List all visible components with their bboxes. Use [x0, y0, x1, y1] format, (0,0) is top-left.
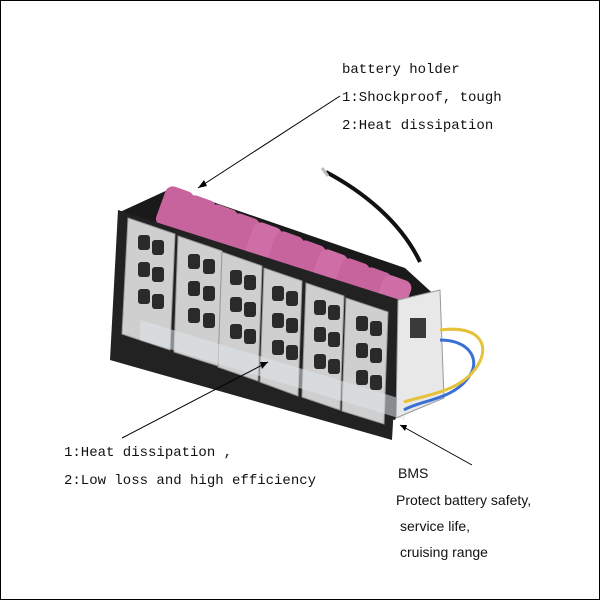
- cell-holes: [138, 235, 382, 390]
- bms-title: BMS: [398, 465, 429, 481]
- wire-tip: [320, 167, 330, 177]
- arrow-line: [197, 95, 341, 189]
- bms-line1: Protect battery safety,: [396, 492, 532, 508]
- battery-holder-line1: 1:Shockproof, tough: [342, 90, 502, 106]
- battery-holder-title: battery holder: [342, 62, 460, 78]
- bms-line2: service life,: [400, 518, 471, 534]
- nickel-strip-line2: 2:Low loss and high efficiency: [64, 473, 317, 489]
- nickel-strip-line1: 1:Heat dissipation ,: [64, 445, 233, 461]
- battery-holder-line2: 2:Heat dissipation: [342, 118, 494, 134]
- bms-line3: cruising range: [400, 544, 488, 560]
- arrow-line: [121, 361, 269, 439]
- bms-board: [395, 289, 445, 419]
- wire-yellow: [403, 327, 485, 404]
- wrap-band: [140, 320, 405, 420]
- arrow-line: [399, 424, 473, 466]
- arrow-head: [400, 425, 407, 431]
- arrow-head: [198, 180, 207, 188]
- bms-chip: [410, 318, 426, 338]
- wire-black: [325, 170, 422, 263]
- arrow-head: [260, 362, 268, 369]
